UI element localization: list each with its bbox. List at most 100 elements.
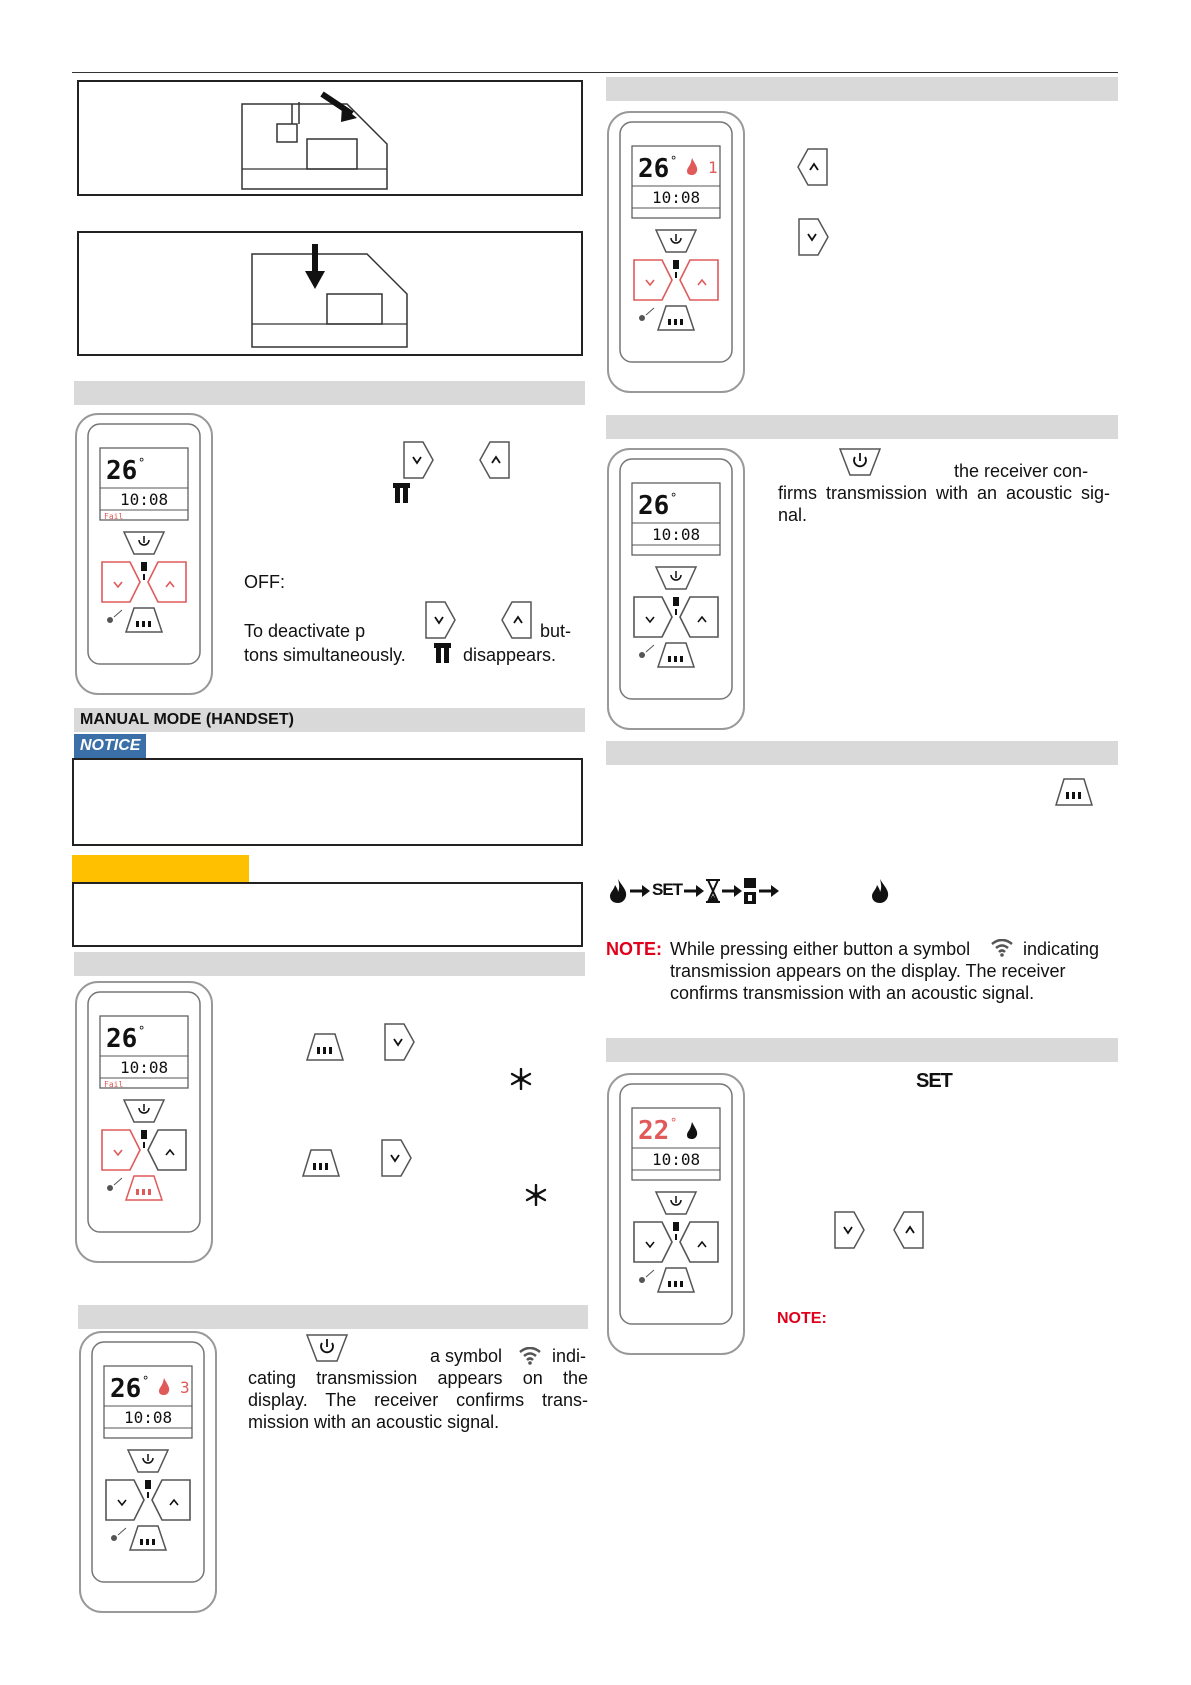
handset-temperature-unit: ° [142, 1374, 150, 1388]
handset-temperature: 26 [638, 154, 670, 184]
handset-temperature: 26 [106, 456, 138, 486]
power-left-text-b: indi- [552, 1346, 587, 1366]
handset-temperature-unit: ° [670, 154, 678, 168]
handset-set-key [656, 1267, 696, 1293]
section-bar-power-left [78, 1305, 588, 1329]
handset-up-key [679, 596, 719, 638]
wifi-icon-right [991, 939, 1013, 957]
battery-insert-illustration [241, 91, 388, 190]
handset-temperature: 26 [638, 491, 670, 521]
handset-temperature-unit: ° [138, 1024, 146, 1038]
lock-deactivate-text-d: disappears. [463, 645, 557, 665]
handset-temperature: 22 [638, 1116, 670, 1146]
sequence-note-text-b: indicating [1023, 939, 1100, 959]
section-bar-set [606, 1038, 1118, 1062]
arrow-icon [630, 885, 650, 897]
notice-label: NOTICE [74, 734, 147, 758]
handset-level: 1 [708, 158, 718, 177]
handset-set-key [124, 1175, 164, 1201]
set-up-button-icon [892, 1210, 926, 1250]
handset-time: 10:08 [120, 490, 169, 509]
power-right-text-a: the receiver con- [954, 461, 1089, 481]
temp-down-button-icon [796, 217, 830, 257]
warning-box [72, 882, 583, 947]
arrow-icon [722, 885, 742, 897]
handset-time: 10:08 [652, 525, 701, 544]
power-left-text-c: cating transmission appears on the displ… [248, 1368, 588, 1432]
handset-up-key [147, 561, 187, 603]
handset-up-key [147, 1129, 187, 1171]
power-button-icon-right [838, 447, 882, 479]
handset-set-key [124, 607, 164, 633]
handset-svg [75, 413, 213, 695]
handset-up-key [679, 1221, 719, 1263]
lock-deactivate-text-a: To deactivate p [244, 621, 366, 641]
icon-sequence: SET [608, 876, 779, 906]
section-bar-temperature [606, 77, 1118, 101]
program-icon [744, 878, 756, 904]
handset-up-key [679, 259, 719, 301]
section-bar-power-right [606, 415, 1118, 439]
snowflake-icon-2 [525, 1184, 547, 1206]
lock-down-button-icon [401, 440, 435, 480]
wrench-lock-icon [393, 483, 410, 503]
handset-illustration-power-right: 26° 10:08 [606, 447, 746, 731]
handset-temperature-unit: ° [138, 456, 146, 470]
handset-svg [607, 448, 745, 730]
warning-label [72, 855, 249, 883]
sequence-note-label: NOTE: [606, 939, 662, 959]
deactivate-down-button-icon [423, 600, 457, 640]
set-note-label: NOTE: [777, 1310, 827, 1327]
handset-flame-icon [687, 1122, 698, 1139]
set-text-icon: SET [652, 880, 683, 899]
mode-set-button-icon [1054, 777, 1094, 807]
frost-set-button-icon-2 [301, 1148, 341, 1178]
handset-illustration-set: 22° 10:08 [606, 1072, 746, 1356]
battery-illustration-box-1 [77, 80, 583, 196]
power-left-text-a: a symbol [430, 1346, 503, 1366]
handset-svg [79, 1331, 217, 1613]
handset-temperature: 26 [106, 1024, 138, 1054]
wrench-icon [434, 643, 451, 663]
handset-mode-text: Fail [104, 512, 124, 521]
handset-level: 3 [180, 1378, 190, 1397]
handset-svg [607, 1073, 745, 1355]
flame-icon [610, 879, 627, 903]
set-text-label: SET [916, 1070, 953, 1092]
lock-deactivate-text-b: but- [540, 621, 572, 641]
handset-flame-icon [159, 1378, 170, 1395]
lock-up-button-icon [478, 440, 512, 480]
wifi-icon-left [519, 1347, 541, 1365]
handset-temperature: 26 [110, 1374, 142, 1404]
handset-time: 10:08 [652, 1150, 701, 1169]
lock-deactivate-text-c: tons simultaneously. [244, 645, 406, 665]
handset-flame-icon [687, 158, 698, 175]
section-bar-frost-mode [74, 952, 585, 976]
handset-up-key [151, 1479, 191, 1521]
handset-svg [75, 981, 213, 1263]
lock-off-label: OFF: [244, 572, 285, 592]
sequence-note-text: While pressing either button a symbol [670, 939, 971, 959]
section-bar-mode-sequence [606, 741, 1118, 765]
handset-set-key [656, 305, 696, 331]
frost-down-button-icon-2 [379, 1138, 413, 1178]
power-button-icon-left [305, 1333, 349, 1365]
section-bar-manual-mode: MANUAL MODE (HANDSET) [74, 708, 585, 732]
flame-icon-end [872, 879, 889, 903]
arrow-icon [684, 885, 704, 897]
handset-temperature-unit: ° [670, 491, 678, 505]
battery-press-illustration [251, 244, 408, 348]
snowflake-icon [510, 1068, 532, 1090]
top-rule [72, 72, 1118, 73]
set-down-button-icon [832, 1210, 866, 1250]
deactivate-up-button-icon [500, 600, 534, 640]
frost-down-button-icon [382, 1022, 416, 1062]
battery-illustration-box-2 [77, 231, 583, 356]
handset-set-key [128, 1525, 168, 1551]
handset-temperature-unit: ° [670, 1116, 678, 1130]
temp-up-button-icon [796, 147, 830, 187]
